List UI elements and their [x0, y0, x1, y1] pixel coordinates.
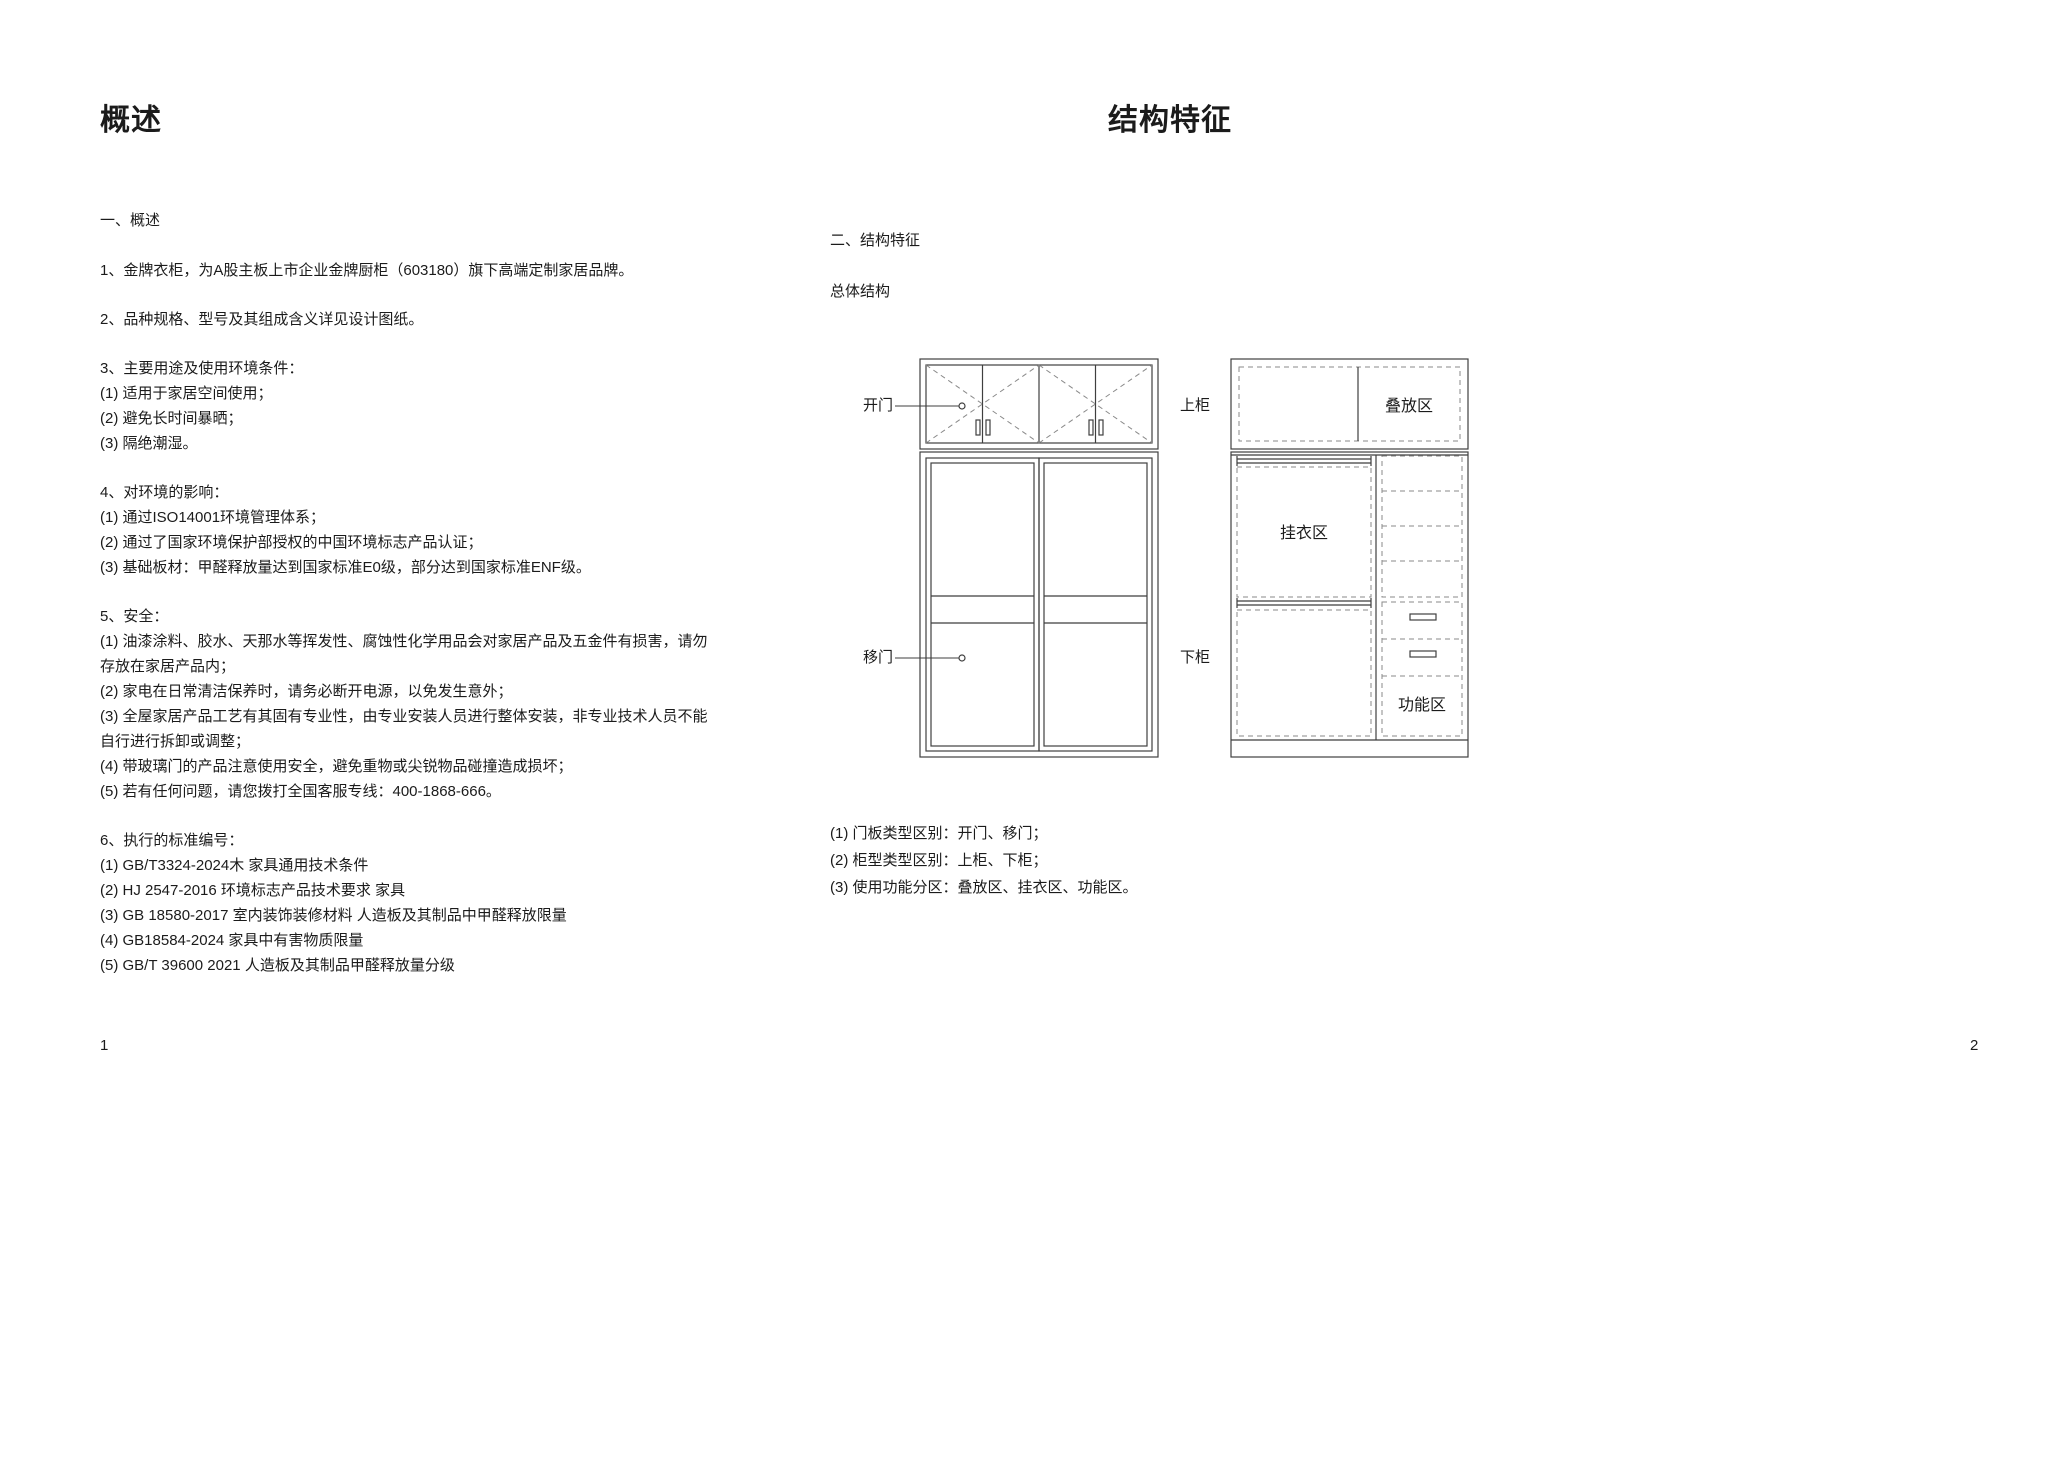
- wardrobe-structure-figure: 开门 移门: [850, 358, 1470, 758]
- section-heading-overview: 一、概述: [100, 212, 161, 229]
- text-block-safety: 5、安全： (1) 油漆涂料、胶水、天那水等挥发性、腐蚀性化学用品会对家居产品及…: [100, 604, 712, 804]
- door-type-labels: 开门 移门: [850, 358, 895, 758]
- open-door-label: 开门: [862, 397, 893, 414]
- text-line: (2) 家电在日常清洁保养时，请务必断开电源，以免发生意外；: [100, 683, 513, 700]
- wardrobe-doors-diagram: [895, 358, 1159, 758]
- upper-cabinet-zones: 叠放区: [1230, 358, 1469, 450]
- text-line: (3) GB 18580-2017 室内装饰装修材料 人造板及其制品中甲醛释放限…: [100, 907, 567, 924]
- page-title-structure: 结构特征: [1108, 104, 1232, 137]
- lower-hanging-box: [1236, 609, 1372, 737]
- text-block-specs: 2、品种规格、型号及其组成含义详见设计图纸。: [100, 307, 712, 332]
- stacking-zone-label: 叠放区: [1385, 397, 1433, 415]
- text-line: (2) 避免长时间暴晒；: [100, 410, 243, 427]
- sliding-door-label: 移门: [862, 649, 893, 666]
- text-line: (5) 若有任何问题，请您拨打全国客服专线：400-1868-666。: [100, 783, 501, 800]
- note-line: (3) 使用功能分区：叠放区、挂衣区、功能区。: [830, 879, 1138, 896]
- hanging-zone-box: [1236, 466, 1372, 598]
- drawer-stack: [1381, 601, 1463, 737]
- lower-cabinet-label: 下柜: [1179, 649, 1211, 666]
- side-shelves: [1381, 455, 1463, 598]
- text-line: (1) 适用于家居空间使用；: [100, 385, 273, 402]
- text-line: 5、安全：: [100, 608, 169, 625]
- text-block-brand: 1、金牌衣柜，为A股主板上市企业金牌厨柜（603180）旗下高端定制家居品牌。: [100, 258, 712, 283]
- text-line: (3) 全屋家居产品工艺有其固有专业性，由专业安装人员进行整体安装，非专业技术人…: [100, 708, 708, 750]
- text-line: 6、执行的标准编号：: [100, 832, 244, 849]
- page-title-overview: 概述: [100, 104, 162, 137]
- structure-notes: (1) 门板类型区别：开门、移门； (2) 柜型类型区别：上柜、下柜； (3) …: [830, 820, 1138, 901]
- hanging-rod-top: [1236, 456, 1372, 466]
- upper-cabinet-label: 上柜: [1179, 397, 1211, 414]
- text-line: (5) GB/T 39600 2021 人造板及其制品甲醛释放量分级: [100, 957, 455, 974]
- function-zone-label: 功能区: [1398, 696, 1446, 714]
- note-line: (2) 柜型类型区别：上柜、下柜；: [830, 852, 1048, 869]
- door-handles: [975, 419, 1104, 436]
- text-line: (1) GB/T3324-2024木 家具通用技术条件: [100, 857, 369, 874]
- text-block-environment: 4、对环境的影响： (1) 通过ISO14001环境管理体系； (2) 通过了国…: [100, 480, 712, 580]
- subsection-heading-structure: 总体结构: [830, 283, 891, 300]
- text-line: 1、金牌衣柜，为A股主板上市企业金牌厨柜（603180）旗下高端定制家居品牌。: [100, 262, 634, 279]
- text-line: (4) GB18584-2024 家具中有害物质限量: [100, 932, 364, 949]
- text-block-standards: 6、执行的标准编号： (1) GB/T3324-2024木 家具通用技术条件 (…: [100, 828, 712, 978]
- drawer-handle: [1409, 613, 1437, 621]
- text-line: (4) 带玻璃门的产品注意使用安全，避免重物或尖锐物品碰撞造成损坏；: [100, 758, 573, 775]
- drawer-handle: [1409, 650, 1437, 658]
- cabinet-type-labels: 上柜 下柜: [1160, 358, 1230, 758]
- text-line: (1) 油漆涂料、胶水、天那水等挥发性、腐蚀性化学用品会对家居产品及五金件有损害…: [100, 633, 708, 675]
- text-block-usage: 3、主要用途及使用环境条件： (1) 适用于家居空间使用； (2) 避免长时间暴…: [100, 356, 712, 456]
- page-overview: 概述 一、概述 1、金牌衣柜，为A股主板上市企业金牌厨柜（603180）旗下高端…: [100, 102, 712, 1002]
- text-line: 3、主要用途及使用环境条件：: [100, 360, 304, 377]
- text-line: (3) 隔绝潮湿。: [100, 435, 198, 452]
- text-line: (1) 通过ISO14001环境管理体系；: [100, 509, 326, 526]
- hanging-rod-middle: [1236, 598, 1372, 608]
- text-line: (3) 基础板材：甲醛释放量达到国家标准E0级，部分达到国家标准ENF级。: [100, 559, 591, 576]
- text-line: 4、对环境的影响：: [100, 484, 229, 501]
- upper-cabinet-hinged-doors: [919, 358, 1159, 450]
- lower-cabinet-zones: 挂衣区: [1230, 451, 1469, 758]
- page-number-right: 2: [1970, 1037, 1979, 1054]
- note-line: (1) 门板类型区别：开门、移门；: [830, 825, 1048, 842]
- section-heading-structure: 二、结构特征: [830, 232, 921, 249]
- text-line: (2) 通过了国家环境保护部授权的中国环境标志产品认证；: [100, 534, 483, 551]
- structure-intro: 二、结构特征 总体结构: [830, 228, 920, 330]
- text-line: (2) HJ 2547-2016 环境标志产品技术要求 家具: [100, 882, 406, 899]
- sliding-door-leader-line: [895, 654, 966, 662]
- wardrobe-zones-diagram: 叠放区 挂衣区: [1230, 358, 1469, 758]
- hanging-zone-label: 挂衣区: [1280, 524, 1328, 542]
- page-number-left: 1: [100, 1037, 109, 1054]
- lower-cabinet-sliding-doors: [919, 451, 1159, 758]
- text-line: 2、品种规格、型号及其组成含义详见设计图纸。: [100, 311, 424, 328]
- open-door-leader-line: [895, 402, 966, 410]
